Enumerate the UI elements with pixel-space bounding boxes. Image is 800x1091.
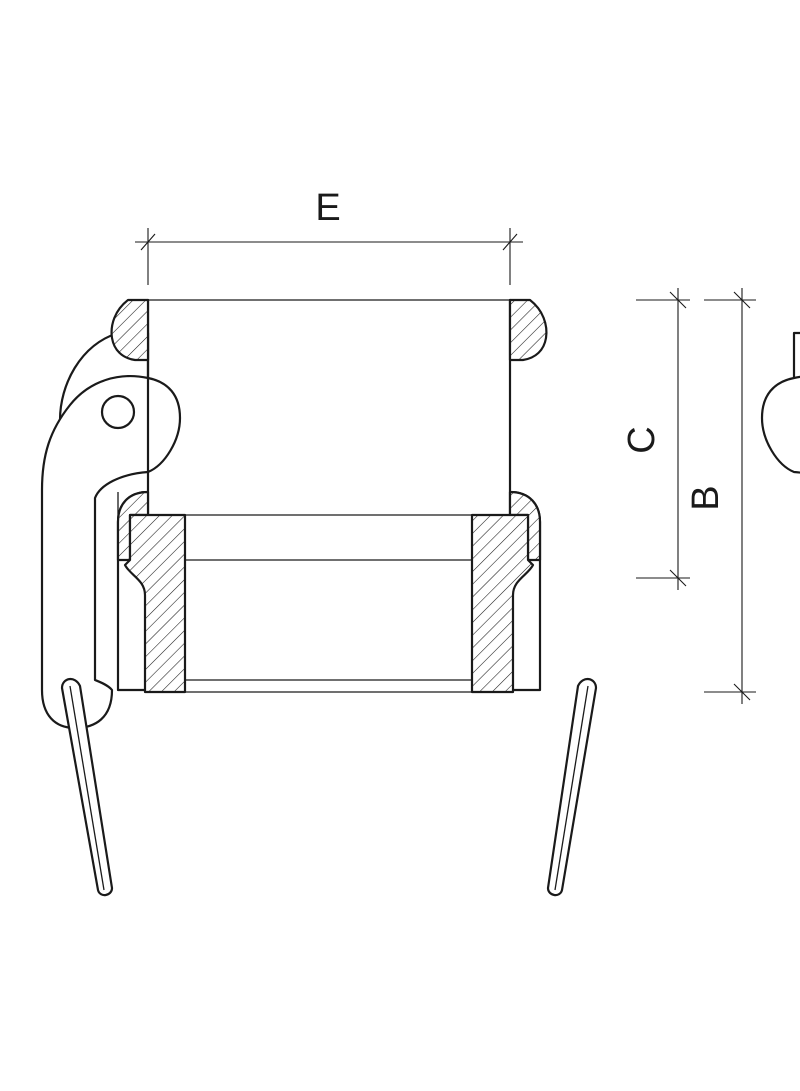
left-top-lip-section [110,298,150,362]
left-pivot-hole [100,394,136,430]
left-lever-channel [94,492,119,682]
right-cam-lever [760,331,800,474]
dimension-b-label: B [685,485,727,510]
coupler-body [110,298,548,694]
dimension-c [636,288,690,590]
left-sleeve-section [123,513,187,694]
dimension-b [704,288,756,704]
right-top-lip-section [508,298,548,362]
dimension-c-label: C [621,426,663,453]
dimension-e-label: E [315,187,340,229]
left-pull-ring [60,678,114,897]
left-lever-arm [40,375,182,730]
right-sleeve-section [470,513,535,694]
dimension-e [135,228,523,285]
right-pull-ring [546,678,598,897]
